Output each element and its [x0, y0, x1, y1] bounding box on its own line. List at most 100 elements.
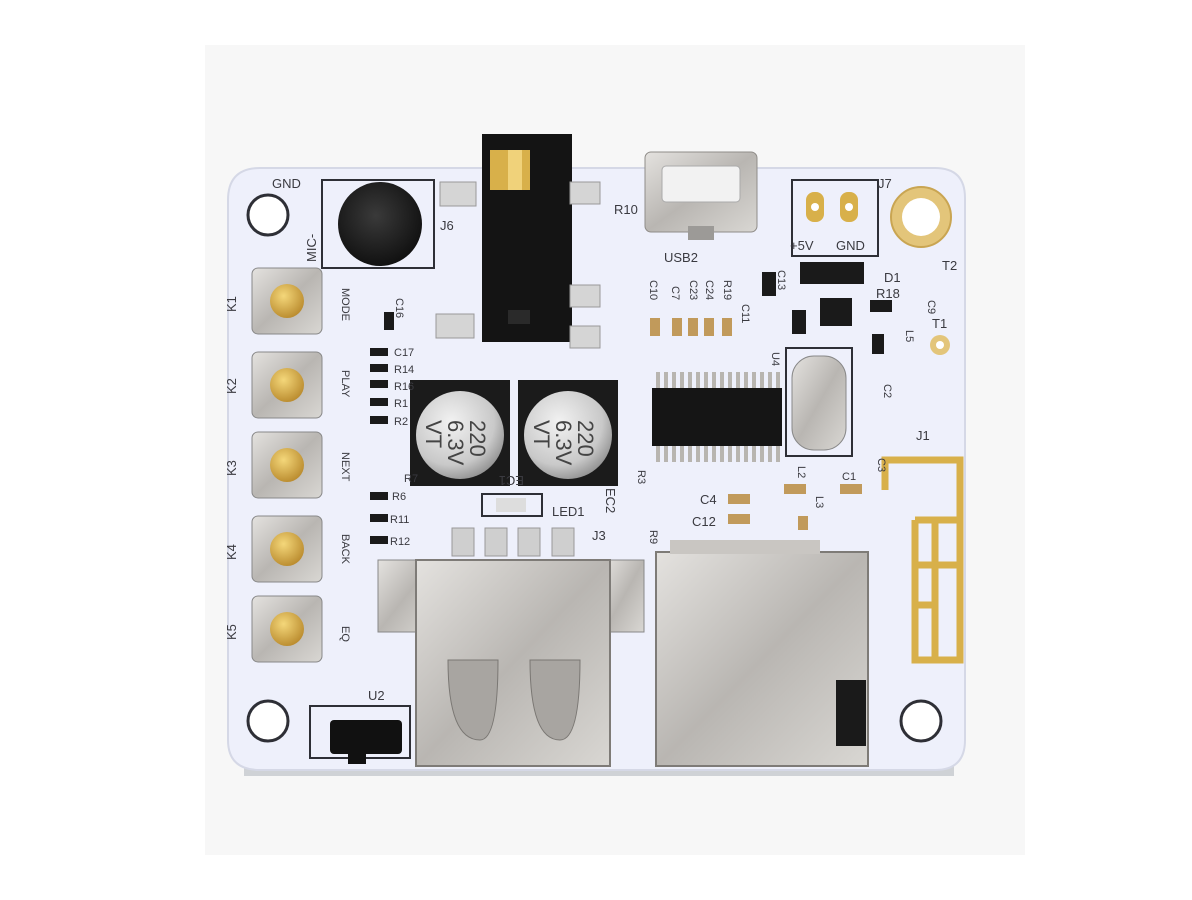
- label-c1: C1: [842, 471, 856, 483]
- ic-pin: [760, 446, 764, 462]
- ic-pin: [672, 372, 676, 388]
- tact-switches: [251, 267, 323, 663]
- label-c3: C3: [875, 458, 887, 472]
- cap1-value: 220: [465, 420, 490, 457]
- ic-pin: [680, 446, 684, 462]
- label-j7: J7: [878, 176, 892, 191]
- label-t2: T2: [942, 258, 957, 273]
- label-c10: C10: [647, 280, 659, 300]
- label-eq: EQ: [339, 626, 351, 642]
- cap2-value: 220: [573, 420, 598, 457]
- ic-pin: [656, 372, 660, 388]
- ic-pin: [656, 446, 660, 462]
- label-r16: R16: [394, 381, 414, 393]
- label-k2: K2: [224, 378, 239, 394]
- usb-a-port: [377, 527, 645, 767]
- label-r19: R19: [721, 280, 733, 300]
- ic-pin: [672, 446, 676, 462]
- label-r3: R3: [635, 470, 647, 484]
- audio-jack: [435, 134, 601, 349]
- pcb-antenna: [881, 456, 964, 664]
- label-r6: R6: [392, 491, 406, 503]
- label-c4: C4: [700, 492, 717, 507]
- button-k4[interactable]: [251, 515, 323, 583]
- label-d1: D1: [884, 270, 901, 285]
- ic-pin: [720, 446, 724, 462]
- cap2-voltage: 6.3V: [551, 420, 576, 466]
- label-r12: R12: [390, 536, 410, 548]
- sd-card-slot: [655, 540, 869, 767]
- label-u2: U2: [368, 688, 385, 703]
- led-indicator: [481, 493, 543, 517]
- label-r18: R18: [876, 286, 900, 301]
- label-l3: L3: [813, 496, 825, 508]
- ic-pin: [704, 372, 708, 388]
- label-plus5v: +5V: [790, 238, 814, 253]
- ic-pin: [752, 372, 756, 388]
- label-c13: C13: [775, 270, 787, 290]
- label-gnd-j7: GND: [836, 238, 865, 253]
- label-r10: R10: [614, 202, 638, 217]
- label-t1: T1: [932, 316, 947, 331]
- ic-pin: [752, 446, 756, 462]
- label-c16: C16: [393, 298, 405, 318]
- label-c24: C24: [703, 280, 715, 300]
- ic-pin: [768, 372, 772, 388]
- ic-pin: [720, 372, 724, 388]
- ic-pin: [688, 372, 692, 388]
- ic-pin: [664, 372, 668, 388]
- label-c12: C12: [692, 514, 716, 529]
- label-play: PLAY: [339, 370, 351, 398]
- ic-pin: [744, 446, 748, 462]
- ic-pin: [680, 372, 684, 388]
- label-ec2: EC2: [603, 488, 618, 513]
- ic-pin: [728, 372, 732, 388]
- label-c23: C23: [687, 280, 699, 300]
- label-k1: K1: [224, 296, 239, 312]
- label-k4: K4: [224, 544, 239, 560]
- ic-pin: [760, 372, 764, 388]
- ic-pin: [704, 446, 708, 462]
- ic-pin: [664, 446, 668, 462]
- ic-pin: [776, 372, 780, 388]
- micro-usb-connector: [644, 151, 758, 240]
- label-r14: R14: [394, 364, 414, 376]
- label-k5: K5: [224, 624, 239, 640]
- label-j6: J6: [440, 218, 454, 233]
- label-c17: C17: [394, 347, 414, 359]
- button-k5[interactable]: [251, 595, 323, 663]
- resistor-array: [370, 312, 394, 544]
- button-k2[interactable]: [251, 351, 323, 419]
- button-k1[interactable]: [251, 267, 323, 335]
- cap1-voltage: 6.3V: [443, 420, 468, 466]
- ic-pin: [688, 446, 692, 462]
- label-c7: C7: [669, 286, 681, 300]
- ic-pin: [768, 446, 772, 462]
- ic-pin: [728, 446, 732, 462]
- label-r1: R1: [394, 398, 408, 410]
- capacitor-ec1: [410, 380, 510, 486]
- label-usb2: USB2: [664, 250, 698, 265]
- label-k3: K3: [224, 460, 239, 476]
- ic-pin: [736, 446, 740, 462]
- label-u4: U4: [769, 352, 781, 366]
- ic-pin: [776, 446, 780, 462]
- label-gnd: GND: [272, 176, 301, 191]
- ic-pin: [744, 372, 748, 388]
- smd-components-top-right: [762, 262, 892, 354]
- ic-pin: [696, 372, 700, 388]
- silkscreen-labels: GND MIC- J6 R10 USB2 J7 +5V GND T2 D1 R1…: [224, 176, 957, 703]
- cap2-series: VT: [529, 420, 554, 448]
- ir-receiver: [309, 705, 411, 764]
- label-c11: C11: [739, 304, 751, 323]
- label-ec1: EC1: [499, 473, 524, 488]
- label-r9: R9: [647, 530, 659, 544]
- cap1-series: VT: [421, 420, 446, 448]
- label-next: NEXT: [339, 452, 351, 482]
- main-ic-chip: [652, 372, 782, 462]
- label-r2: R2: [394, 416, 408, 428]
- label-led1: LED1: [552, 504, 585, 519]
- button-k3[interactable]: [251, 431, 323, 499]
- ic-pin: [696, 446, 700, 462]
